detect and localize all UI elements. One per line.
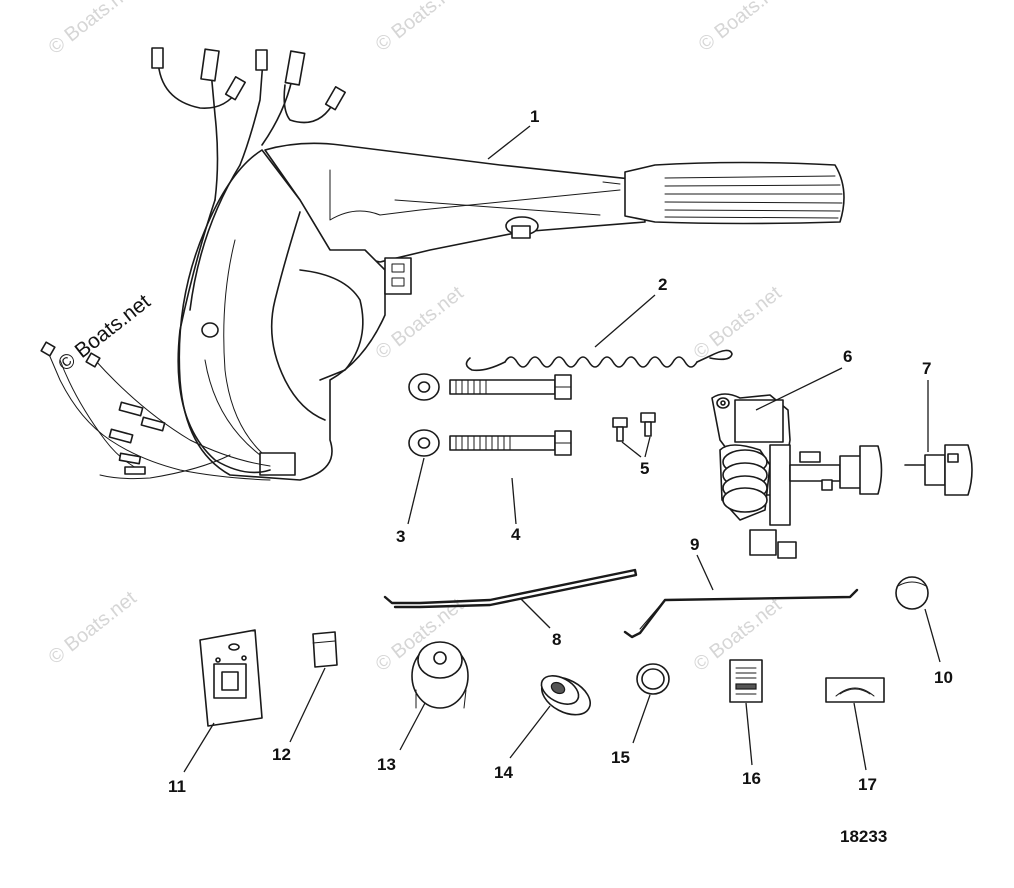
cap-12 — [312, 631, 338, 668]
part-label-14: 14 — [494, 763, 513, 782]
part-label-2: 2 — [658, 275, 667, 294]
tiller-handle — [40, 47, 845, 481]
stop-switch — [904, 444, 973, 496]
part-label-6: 6 — [843, 347, 852, 366]
switch-plate — [199, 629, 263, 727]
part-label-5: 5 — [640, 459, 649, 478]
ring-15 — [636, 663, 670, 695]
decal-17 — [825, 677, 885, 703]
leader-lines — [183, 125, 941, 773]
washers — [408, 373, 440, 457]
decal-16 — [729, 659, 763, 703]
watermark: © Boats.net — [45, 587, 141, 669]
part-label-17: 17 — [858, 775, 877, 794]
watermarks: © Boats.net © Boats.net © Boats.net © Bo… — [45, 0, 791, 676]
part-label-10: 10 — [934, 668, 953, 687]
grip-ribs — [664, 175, 843, 219]
part-label-9: 9 — [690, 535, 699, 554]
part-label-15: 15 — [611, 748, 630, 767]
watermark: © Boats.net — [45, 0, 141, 59]
watermark: © Boats.net — [372, 0, 468, 56]
part-labels: 1 2 3 4 5 6 7 8 9 10 11 12 13 14 15 16 1… — [168, 107, 953, 846]
lanyard-cord — [465, 349, 733, 372]
part-label-4: 4 — [511, 525, 521, 544]
grommet-14 — [540, 675, 591, 716]
part-label-16: 16 — [742, 769, 761, 788]
bolts — [449, 374, 572, 456]
knob-13 — [411, 641, 469, 709]
bolt-threads — [455, 379, 487, 395]
part-label-13: 13 — [377, 755, 396, 774]
watermark-prominent: © Boats.net — [54, 290, 155, 376]
part-label-8: 8 — [552, 630, 561, 649]
part-label-12: 12 — [272, 745, 291, 764]
switch-assembly — [711, 393, 883, 559]
link-rod-9 — [623, 588, 859, 639]
link-rod-8 — [383, 568, 638, 609]
screws — [612, 412, 656, 442]
part-label-7: 7 — [922, 359, 931, 378]
diagram-number: 18233 — [840, 827, 887, 846]
part-label-11: 11 — [168, 777, 186, 796]
part-label-1: 1 — [530, 107, 539, 126]
bolt-threads — [455, 435, 511, 451]
watermark: © Boats.net — [690, 282, 786, 364]
watermark: © Boats.net — [695, 0, 791, 56]
plug-10 — [895, 576, 929, 610]
part-label-3: 3 — [396, 527, 405, 546]
